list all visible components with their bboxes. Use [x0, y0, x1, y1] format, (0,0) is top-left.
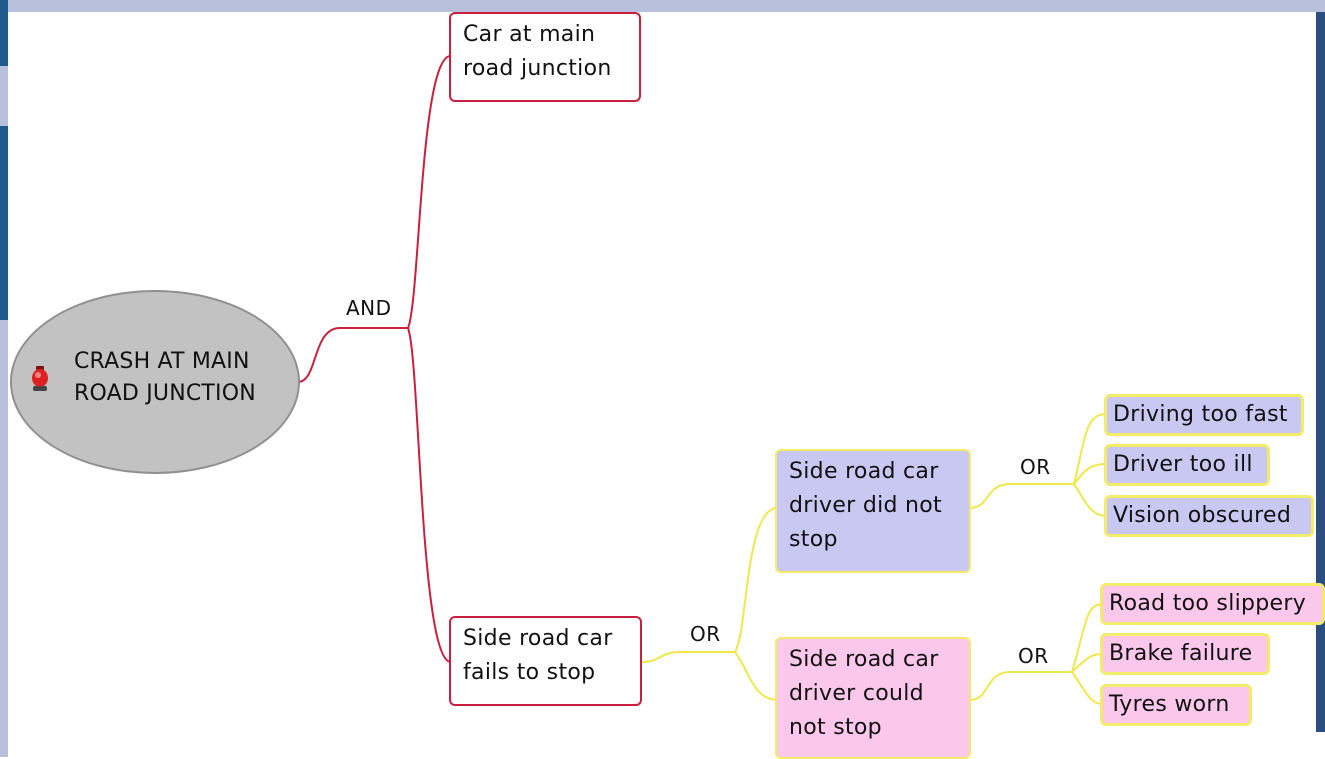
edge-did-not-stop-or [969, 483, 1074, 509]
node-label-line: road junction [463, 56, 612, 81]
node-label-line: stop [789, 527, 838, 552]
window-left-accent [0, 126, 8, 320]
edge-could-not-stop-or [969, 671, 1072, 701]
window-left-accent [0, 0, 8, 66]
leaf-tyres-worn[interactable]: Tyres worn [1100, 684, 1252, 726]
node-label-line: driver did not [789, 493, 942, 518]
node-car-at-main-junction[interactable]: Car at main road junction [449, 12, 641, 102]
gate-or-did-not-stop: OR [1020, 455, 1051, 479]
edge-or-brake [1071, 653, 1103, 673]
gate-and: AND [346, 296, 392, 320]
node-label-line: fails to stop [463, 660, 596, 685]
root-node[interactable] [10, 290, 300, 474]
root-label-line2: ROAD JUNCTION [74, 381, 256, 406]
edge-or-did-not-stop [734, 507, 777, 653]
node-label-line: Side road car [463, 626, 613, 651]
node-label-line: Side road car [789, 459, 939, 484]
root-label-line1: CRASH AT MAIN [74, 349, 250, 374]
gate-or-could-not-stop: OR [1018, 644, 1049, 668]
leaf-driver-too-ill[interactable]: Driver too ill [1104, 444, 1270, 486]
edge-side-fails-or [641, 651, 735, 663]
window-top-border [0, 0, 1325, 12]
node-label-line: Car at main [463, 22, 596, 47]
edge-or-road-slippery [1071, 603, 1103, 673]
edge-and-car-at-main [407, 55, 451, 329]
leaf-road-too-slippery[interactable]: Road too slippery [1100, 583, 1325, 625]
gate-or-side-road: OR [690, 622, 721, 646]
node-driver-could-not-stop[interactable]: Side road car driver could not stop [775, 637, 971, 759]
leaf-vision-obscured[interactable]: Vision obscured [1104, 495, 1314, 537]
node-label-line: driver could [789, 681, 924, 706]
leaf-brake-failure[interactable]: Brake failure [1100, 633, 1270, 675]
window-left-border [0, 0, 8, 757]
edge-root-and [297, 327, 408, 383]
edge-or-could-not-stop [734, 651, 777, 701]
edge-or-vision [1073, 483, 1107, 517]
window-right-border [1316, 12, 1325, 732]
edge-or-tyres [1071, 671, 1103, 705]
root-label: CRASH AT MAIN ROAD JUNCTION [74, 346, 256, 410]
leaf-driving-too-fast[interactable]: Driving too fast [1104, 394, 1304, 436]
bomb-icon [32, 366, 48, 391]
node-label-line: not stop [789, 715, 882, 740]
edge-or-driving-fast [1073, 413, 1107, 485]
node-side-road-fails-to-stop[interactable]: Side road car fails to stop [449, 616, 642, 706]
node-driver-did-not-stop[interactable]: Side road car driver did not stop [775, 449, 971, 573]
edge-and-side-fails [407, 327, 451, 663]
node-label-line: Side road car [789, 647, 939, 672]
edge-or-driver-ill [1073, 463, 1107, 485]
